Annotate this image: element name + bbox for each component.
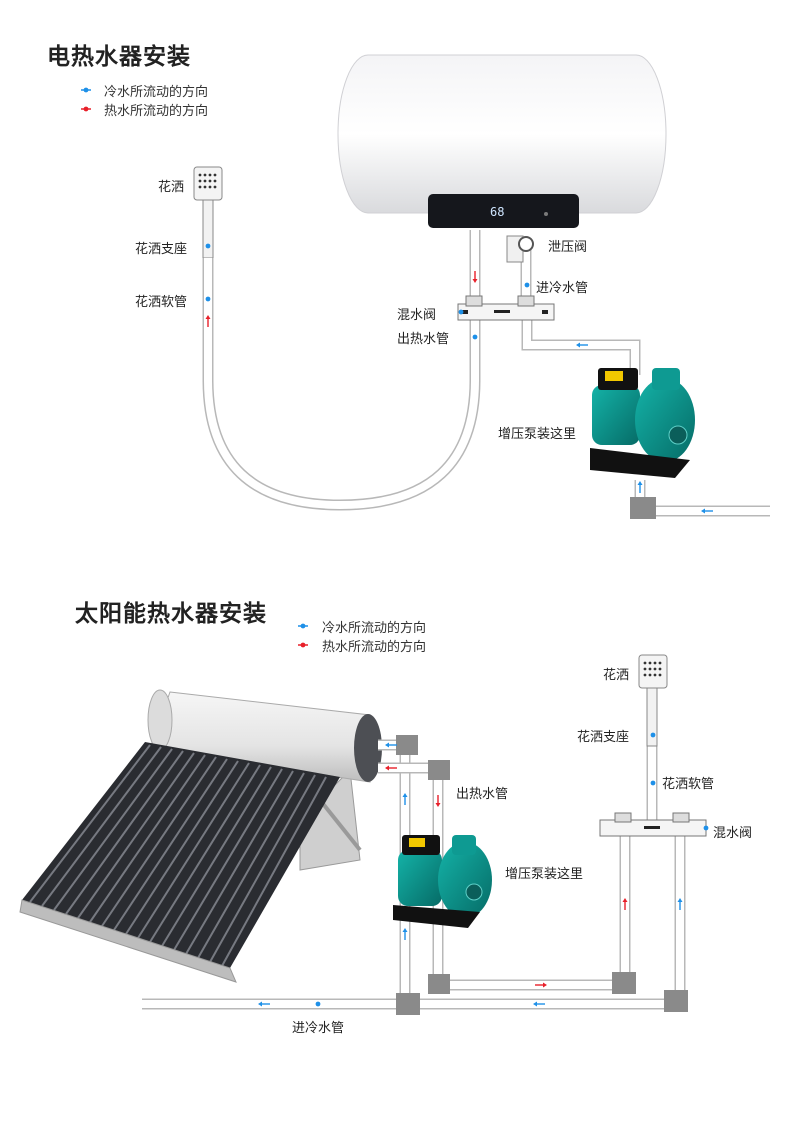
legend-hot-arrow-2 [298, 642, 308, 648]
legend-hot-label-1: 热水所流动的方向 [104, 104, 209, 119]
cold-dot [650, 732, 656, 738]
hot-arrow [472, 271, 478, 283]
cold-dot [458, 309, 464, 315]
cold-dot [524, 282, 530, 288]
electric-title: 电热水器安装 [47, 44, 191, 70]
cold-arrow [533, 1001, 545, 1007]
cold-dot [315, 1001, 321, 1007]
solar-collector-tubes [19, 742, 340, 983]
label-hot-outlet-2: 出热水管 [456, 787, 509, 802]
shower-head-2 [638, 654, 668, 747]
label-shower-hose-1: 花洒软管 [135, 295, 188, 310]
label-shower-mount-2: 花洒支座 [577, 730, 630, 745]
legend-cold-label-1: 冷水所流动的方向 [104, 85, 209, 100]
label-pump-1: 增压泵装这里 [498, 427, 577, 442]
booster-pump-1 [590, 368, 695, 478]
pipes-electric [202, 230, 770, 517]
relief-valve [506, 235, 534, 263]
label-mixing-valve-1: 混水阀 [397, 308, 437, 323]
hot-arrow [435, 795, 441, 807]
cold-arrow [677, 898, 683, 910]
legend-hot-arrow-1 [81, 106, 91, 112]
cold-dot [650, 780, 656, 786]
label-shower-hose-2: 花洒软管 [662, 777, 715, 792]
label-mixing-valve-2: 混水阀 [713, 826, 753, 841]
hot-arrow [535, 982, 547, 988]
label-relief-valve: 泄压阀 [548, 240, 588, 255]
label-shower-mount-1: 花洒支座 [135, 242, 188, 257]
cold-dot [205, 296, 211, 302]
solar-title: 太阳能热水器安装 [75, 601, 267, 627]
mixing-valve-2 [599, 812, 707, 837]
booster-pump-2 [393, 835, 492, 928]
elbow-fitting-1 [630, 497, 656, 519]
hot-arrow [205, 315, 211, 327]
legend-cold-arrow-2 [298, 623, 308, 629]
legend-hot-label-2: 热水所流动的方向 [322, 640, 427, 655]
shower-head-1 [193, 166, 223, 259]
hot-arrow [622, 898, 628, 910]
cold-arrow [258, 1001, 270, 1007]
label-cold-inlet-1: 进冷水管 [536, 281, 589, 296]
label-cold-inlet-2: 进冷水管 [292, 1021, 345, 1036]
electric-water-heater-tank: 68 [337, 54, 667, 228]
label-pump-2: 增压泵装这里 [505, 867, 584, 882]
pipe-fittings-solar [396, 735, 688, 1015]
cold-dot [205, 243, 211, 249]
label-hot-outlet-1: 出热水管 [397, 332, 450, 347]
legend-cold-label-2: 冷水所流动的方向 [322, 621, 427, 636]
solar-water-heater [19, 689, 382, 983]
cold-arrow [701, 508, 713, 514]
cold-arrow [576, 342, 588, 348]
flow-arrows-electric [205, 243, 713, 514]
heater-display: 68 [490, 205, 504, 219]
label-shower-head-2: 花洒 [603, 668, 630, 683]
cold-arrow [385, 742, 397, 748]
cold-arrow [402, 793, 408, 805]
legend-cold-arrow-1 [81, 87, 91, 93]
cold-arrow [402, 928, 408, 940]
hot-arrow [385, 765, 397, 771]
cold-arrow [637, 481, 643, 493]
label-shower-head-1: 花洒 [158, 180, 185, 195]
flow-arrows-solar [258, 732, 709, 1007]
hot-dot [472, 334, 478, 340]
cold-dot [703, 825, 709, 831]
mixing-valve-1 [457, 295, 555, 321]
